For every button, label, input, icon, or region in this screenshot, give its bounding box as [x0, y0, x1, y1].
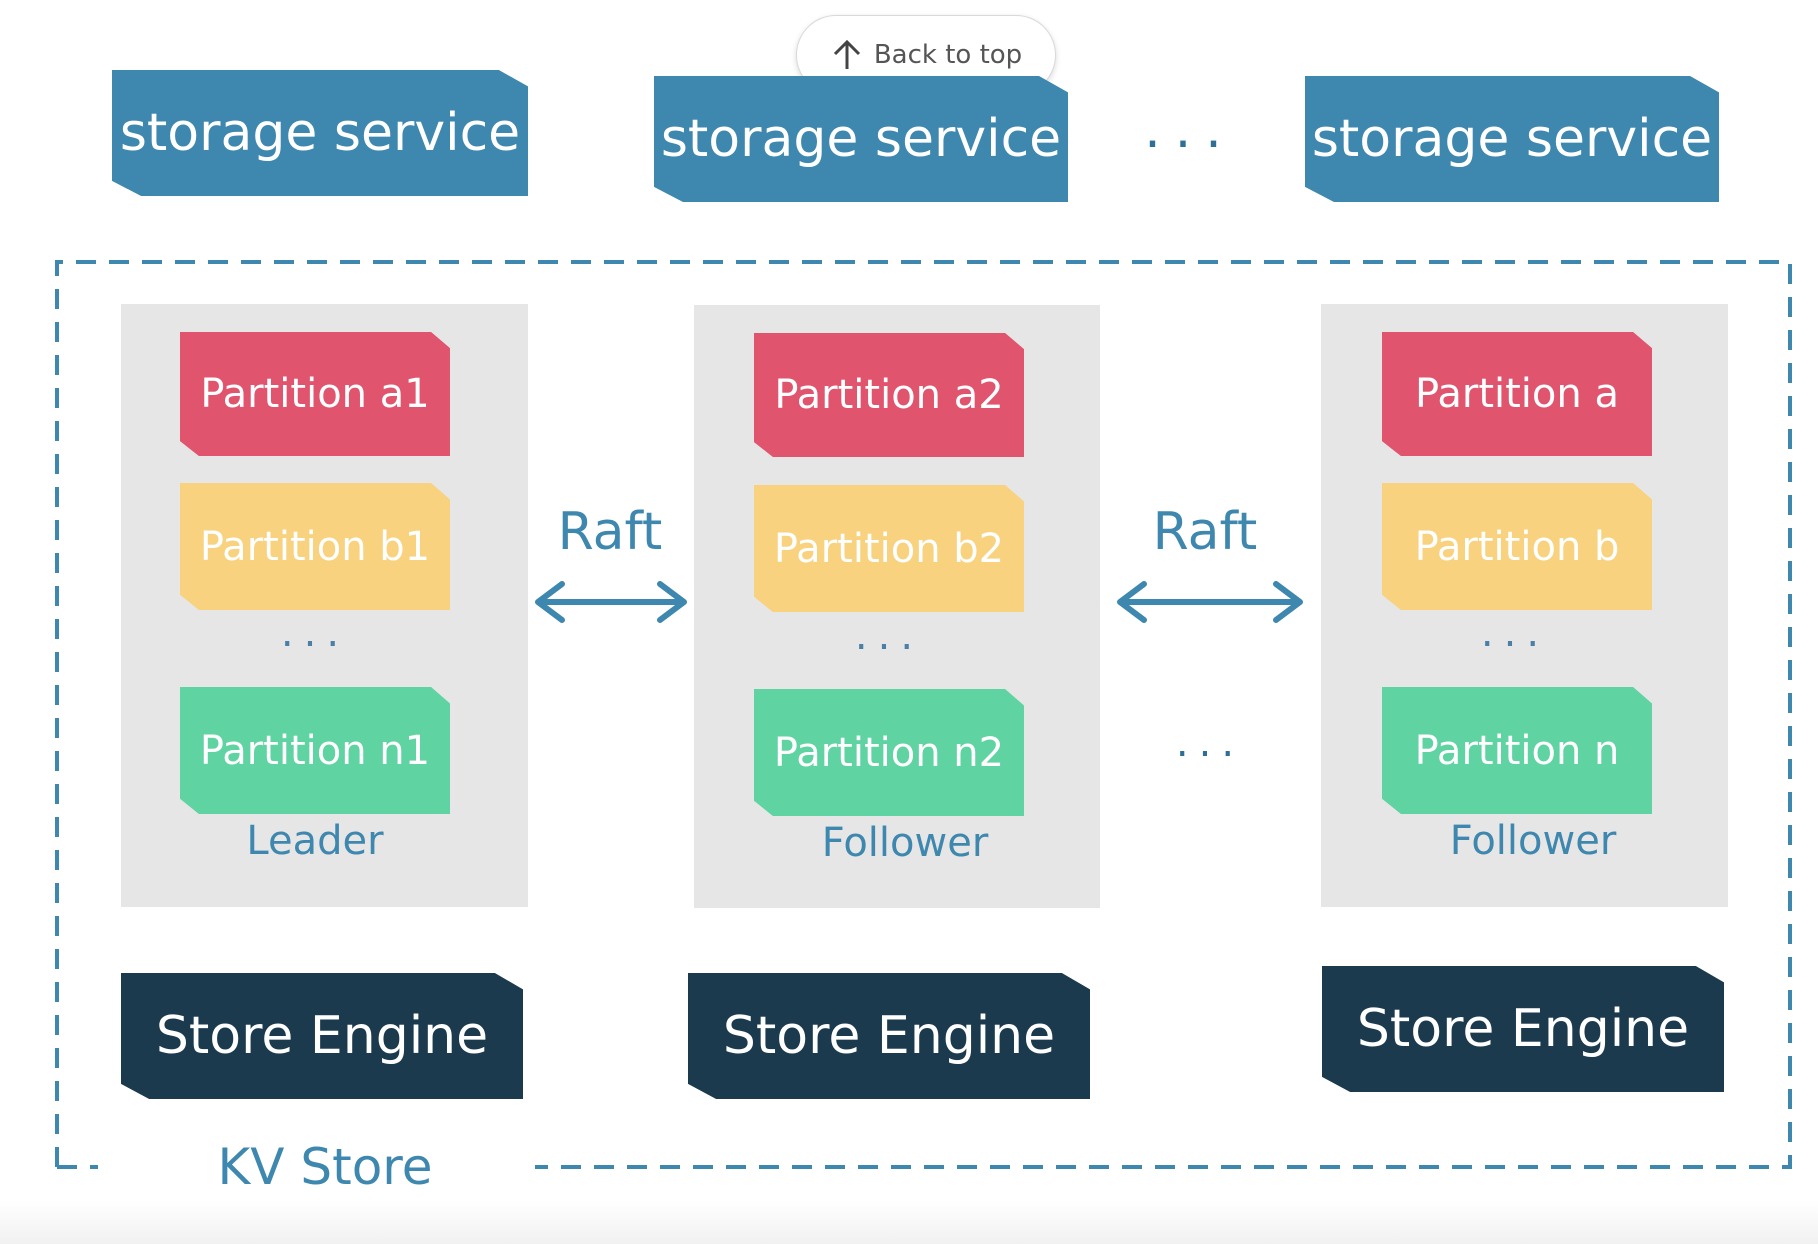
partition-n: Partition n	[1382, 687, 1652, 814]
store-engine-1: Store Engine	[121, 973, 523, 1099]
role-follower-1: Follower	[821, 820, 989, 866]
partition-a: Partition a	[1382, 332, 1652, 456]
raft-label-2: Raft	[1152, 502, 1258, 562]
partitions-ellipsis-1: ...	[280, 610, 350, 656]
role-follower-2: Follower	[1449, 818, 1617, 864]
services-ellipsis: ...	[1144, 100, 1236, 160]
page-bottom-shade	[0, 1200, 1818, 1244]
role-leader: Leader	[246, 818, 384, 864]
kv-store-label: KV Store	[200, 1138, 450, 1204]
store-engine-2: Store Engine	[688, 973, 1090, 1099]
partition-n1: Partition n1	[180, 687, 450, 814]
raft-label-1: Raft	[557, 502, 663, 562]
partition-b2: Partition b2	[754, 485, 1024, 612]
storage-service-2: storage service	[654, 76, 1068, 202]
raft-arrow-1	[535, 581, 687, 623]
raft-arrow-2	[1117, 581, 1303, 623]
partition-b1: Partition b1	[180, 483, 450, 610]
nodes-ellipsis: ...	[1175, 720, 1245, 766]
arrow-up-icon	[830, 38, 864, 72]
partitions-ellipsis-3: ...	[1480, 610, 1550, 656]
storage-service-1: storage service	[112, 70, 528, 196]
store-engine-3: Store Engine	[1322, 966, 1724, 1092]
storage-service-3: storage service	[1305, 76, 1719, 202]
partitions-ellipsis-2: ...	[854, 613, 924, 659]
partition-b: Partition b	[1382, 483, 1652, 610]
partition-a1: Partition a1	[180, 332, 450, 456]
back-to-top-label: Back to top	[873, 40, 1023, 70]
partition-a2: Partition a2	[754, 333, 1024, 457]
partition-n2: Partition n2	[754, 689, 1024, 816]
